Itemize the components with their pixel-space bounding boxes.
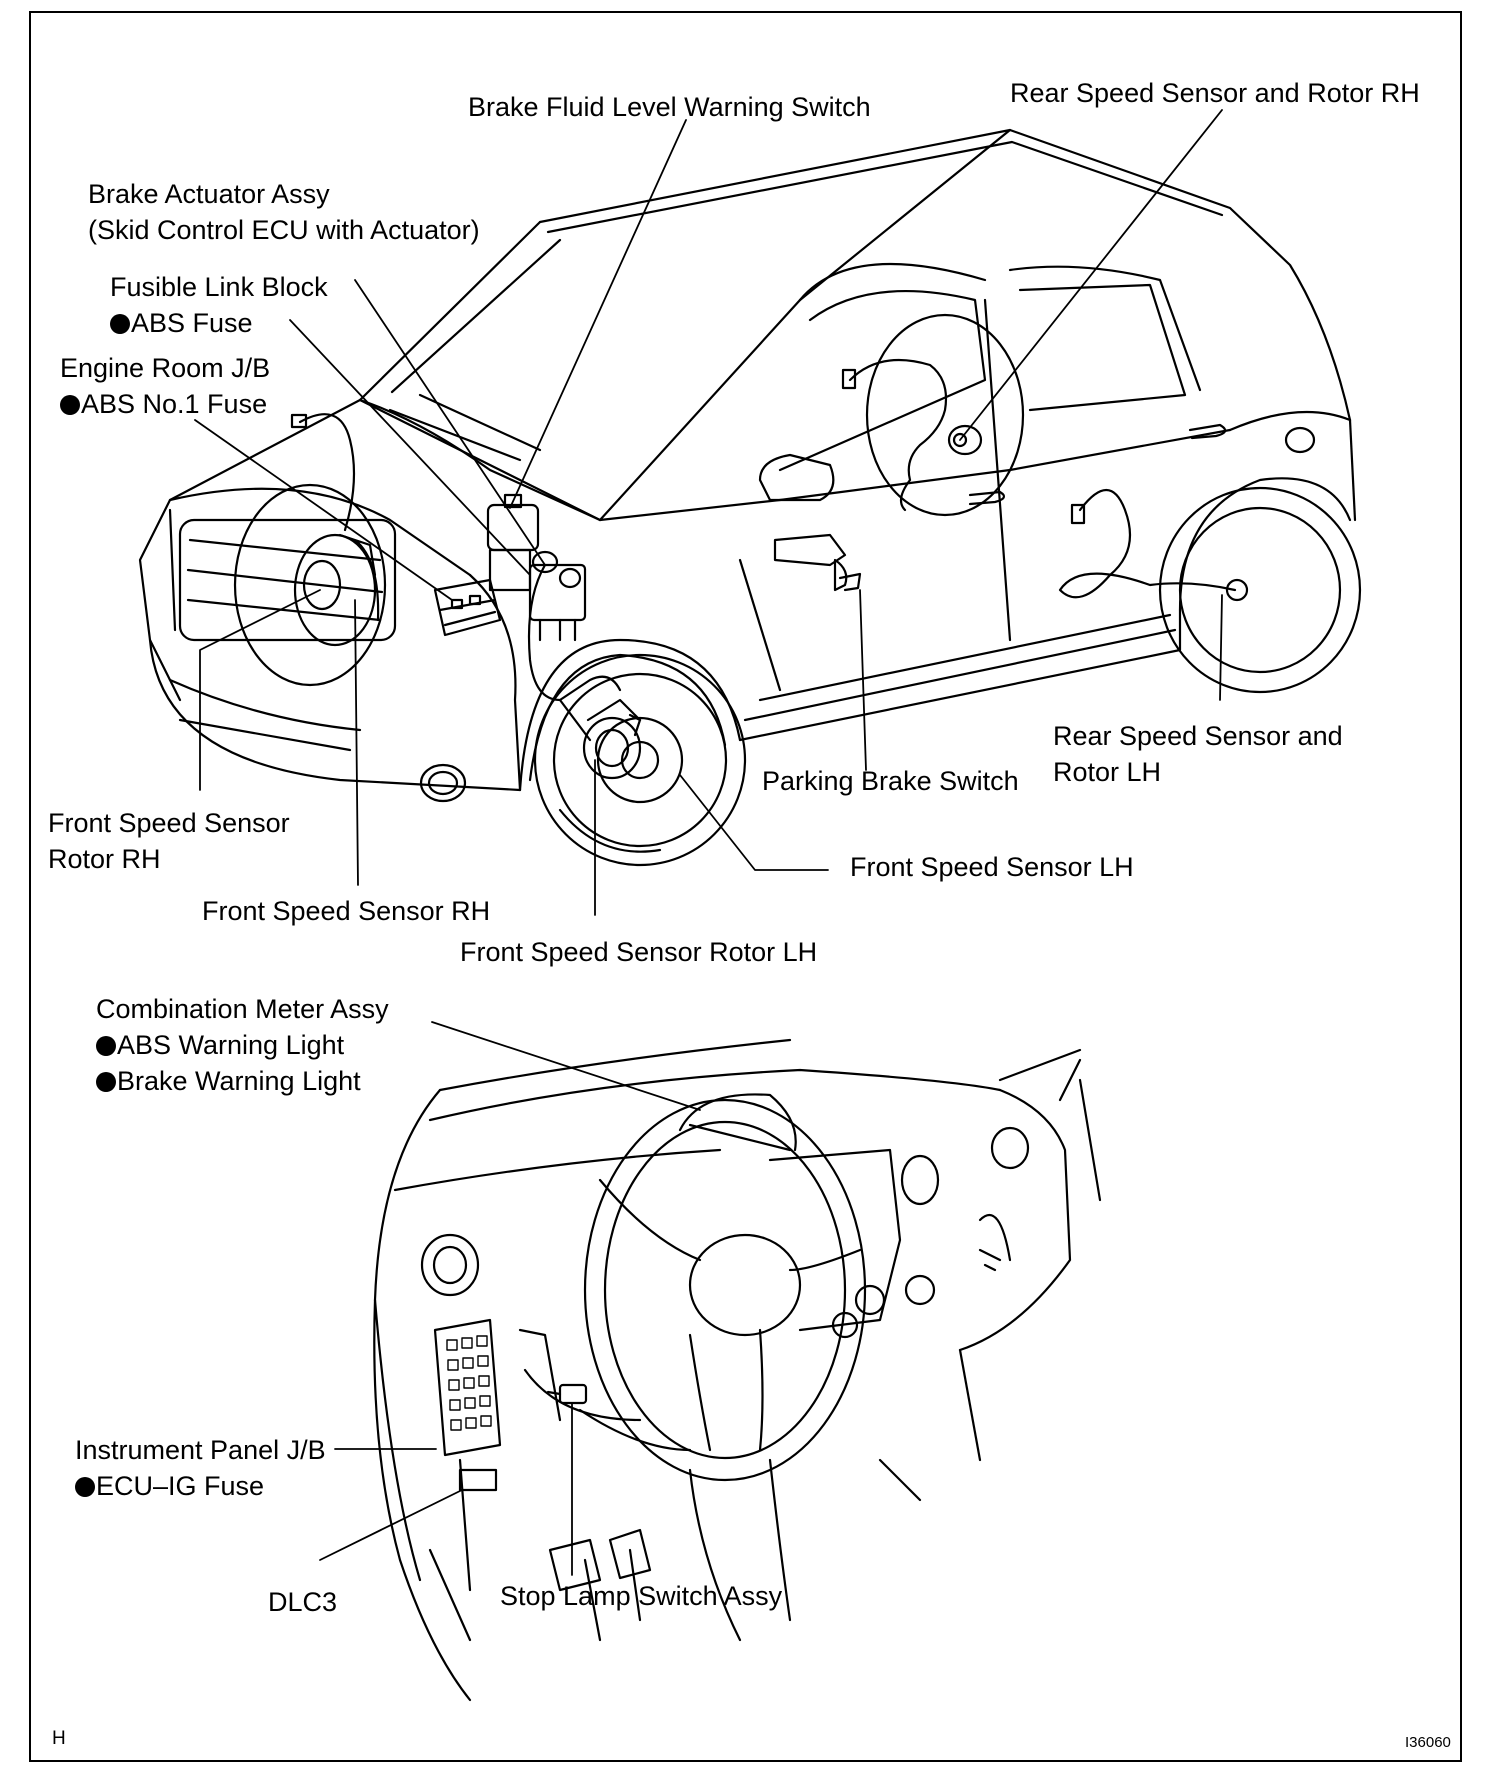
label-front-speed-sensor-rotor-lh: Front Speed Sensor Rotor LH — [460, 937, 818, 967]
ecu-ig-fuse-text: ECU–IG Fuse — [96, 1471, 265, 1501]
label-combination-meter-assy: Combination Meter Assy ABS Warning Light… — [96, 991, 389, 1099]
combination-meter-line-1: Combination Meter Assy — [96, 994, 389, 1024]
bullet-icon — [60, 395, 80, 415]
label-rear-speed-sensor-rotor-rh: Rear Speed Sensor and Rotor RH — [1010, 78, 1420, 108]
instrument-panel-line-2: ECU–IG Fuse — [75, 1468, 326, 1504]
combination-meter-line-3: Brake Warning Light — [96, 1063, 389, 1099]
brake-actuator-line-2: (Skid Control ECU with Actuator) — [88, 215, 480, 245]
engine-room-line-1: Engine Room J/B — [60, 353, 271, 383]
leader-lines-dashboard — [319, 1021, 701, 1576]
figure-code: I36060 — [1405, 1734, 1451, 1751]
label-fusible-link-block: Fusible Link Block ABS Fuse — [110, 269, 328, 341]
brake-warning-light-text: Brake Warning Light — [117, 1066, 361, 1096]
rear-lh-line-1: Rear Speed Sensor and — [1053, 721, 1343, 751]
components — [233, 313, 1249, 780]
fusible-link-line-2: ABS Fuse — [110, 305, 328, 341]
label-instrument-panel-jb: Instrument Panel J/B ECU–IG Fuse — [75, 1432, 326, 1504]
corner-mark: H — [52, 1728, 66, 1749]
front-rotor-rh-line-1: Front Speed Sensor — [48, 808, 290, 838]
label-engine-room-jb: Engine Room J/B ABS No.1 Fuse — [60, 350, 270, 422]
front-rotor-rh-line-2: Rotor RH — [48, 844, 161, 874]
combination-meter-line-2: ABS Warning Light — [96, 1027, 389, 1063]
label-front-speed-sensor-rotor-rh: Front Speed Sensor Rotor RH — [48, 805, 290, 877]
label-brake-actuator-assy: Brake Actuator Assy (Skid Control ECU wi… — [88, 176, 480, 248]
label-brake-fluid-level-warning-switch: Brake Fluid Level Warning Switch — [468, 92, 871, 122]
abs-warning-light-text: ABS Warning Light — [117, 1030, 345, 1060]
instrument-panel-line-1: Instrument Panel J/B — [75, 1435, 326, 1465]
fusible-link-line-1: Fusible Link Block — [110, 272, 328, 302]
figure-frame — [29, 11, 1462, 1762]
abs-no1-fuse-text: ABS No.1 Fuse — [81, 389, 268, 419]
bullet-icon — [96, 1072, 116, 1092]
leader-lines-vehicle — [194, 109, 1223, 916]
vehicle-body — [138, 128, 1362, 867]
label-front-speed-sensor-lh: Front Speed Sensor LH — [850, 852, 1134, 882]
label-dlc3: DLC3 — [268, 1587, 338, 1617]
label-stop-lamp-switch-assy: Stop Lamp Switch Assy — [500, 1581, 783, 1611]
bullet-icon — [110, 314, 130, 334]
abs-fuse-text: ABS Fuse — [131, 308, 253, 338]
label-parking-brake-switch: Parking Brake Switch — [762, 766, 1019, 796]
dashboard — [373, 1038, 1102, 1702]
bullet-icon — [96, 1036, 116, 1056]
rear-lh-line-2: Rotor LH — [1053, 757, 1162, 787]
label-rear-speed-sensor-rotor-lh: Rear Speed Sensor and Rotor LH — [1053, 718, 1343, 790]
bullet-icon — [75, 1477, 95, 1497]
engine-room-line-2: ABS No.1 Fuse — [60, 386, 270, 422]
brake-actuator-line-1: Brake Actuator Assy — [88, 179, 330, 209]
label-front-speed-sensor-rh: Front Speed Sensor RH — [202, 896, 491, 926]
